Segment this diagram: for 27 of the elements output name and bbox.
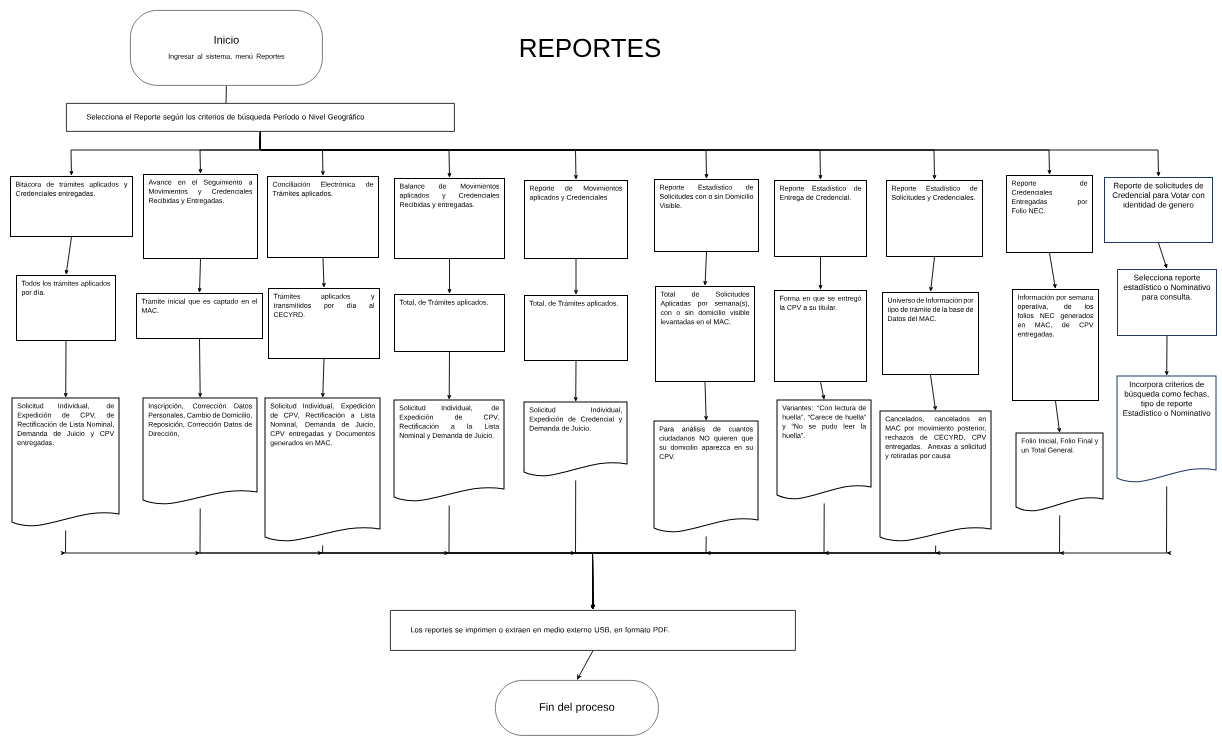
arrow xyxy=(1055,400,1061,433)
arrow xyxy=(573,360,578,402)
arrow xyxy=(321,257,326,288)
arrow xyxy=(447,258,452,294)
arrow xyxy=(818,256,823,290)
arrow xyxy=(1049,252,1057,289)
arrow xyxy=(64,236,72,275)
arrow xyxy=(704,381,708,421)
arrow xyxy=(590,485,1172,610)
process-box: Selecciona reporte estadístico o Nominativo para consulta. xyxy=(1117,269,1217,336)
arrow xyxy=(259,131,1161,177)
arrow xyxy=(447,351,452,400)
arrow xyxy=(929,256,935,292)
arrow xyxy=(198,338,203,398)
title: REPORTES xyxy=(520,38,661,58)
connector-line xyxy=(225,85,227,104)
arrow xyxy=(930,374,937,411)
arrow xyxy=(574,258,578,295)
process-box: Reporte de solicitudes de Credencial para Votar con identidad de genero xyxy=(1104,177,1213,243)
arrow xyxy=(320,358,325,398)
arrow xyxy=(63,340,68,398)
arrow xyxy=(820,381,826,400)
arrow xyxy=(703,251,708,286)
arrow xyxy=(577,650,594,680)
arrow xyxy=(1158,242,1168,269)
arrow xyxy=(1164,335,1169,376)
arrow xyxy=(197,258,202,293)
